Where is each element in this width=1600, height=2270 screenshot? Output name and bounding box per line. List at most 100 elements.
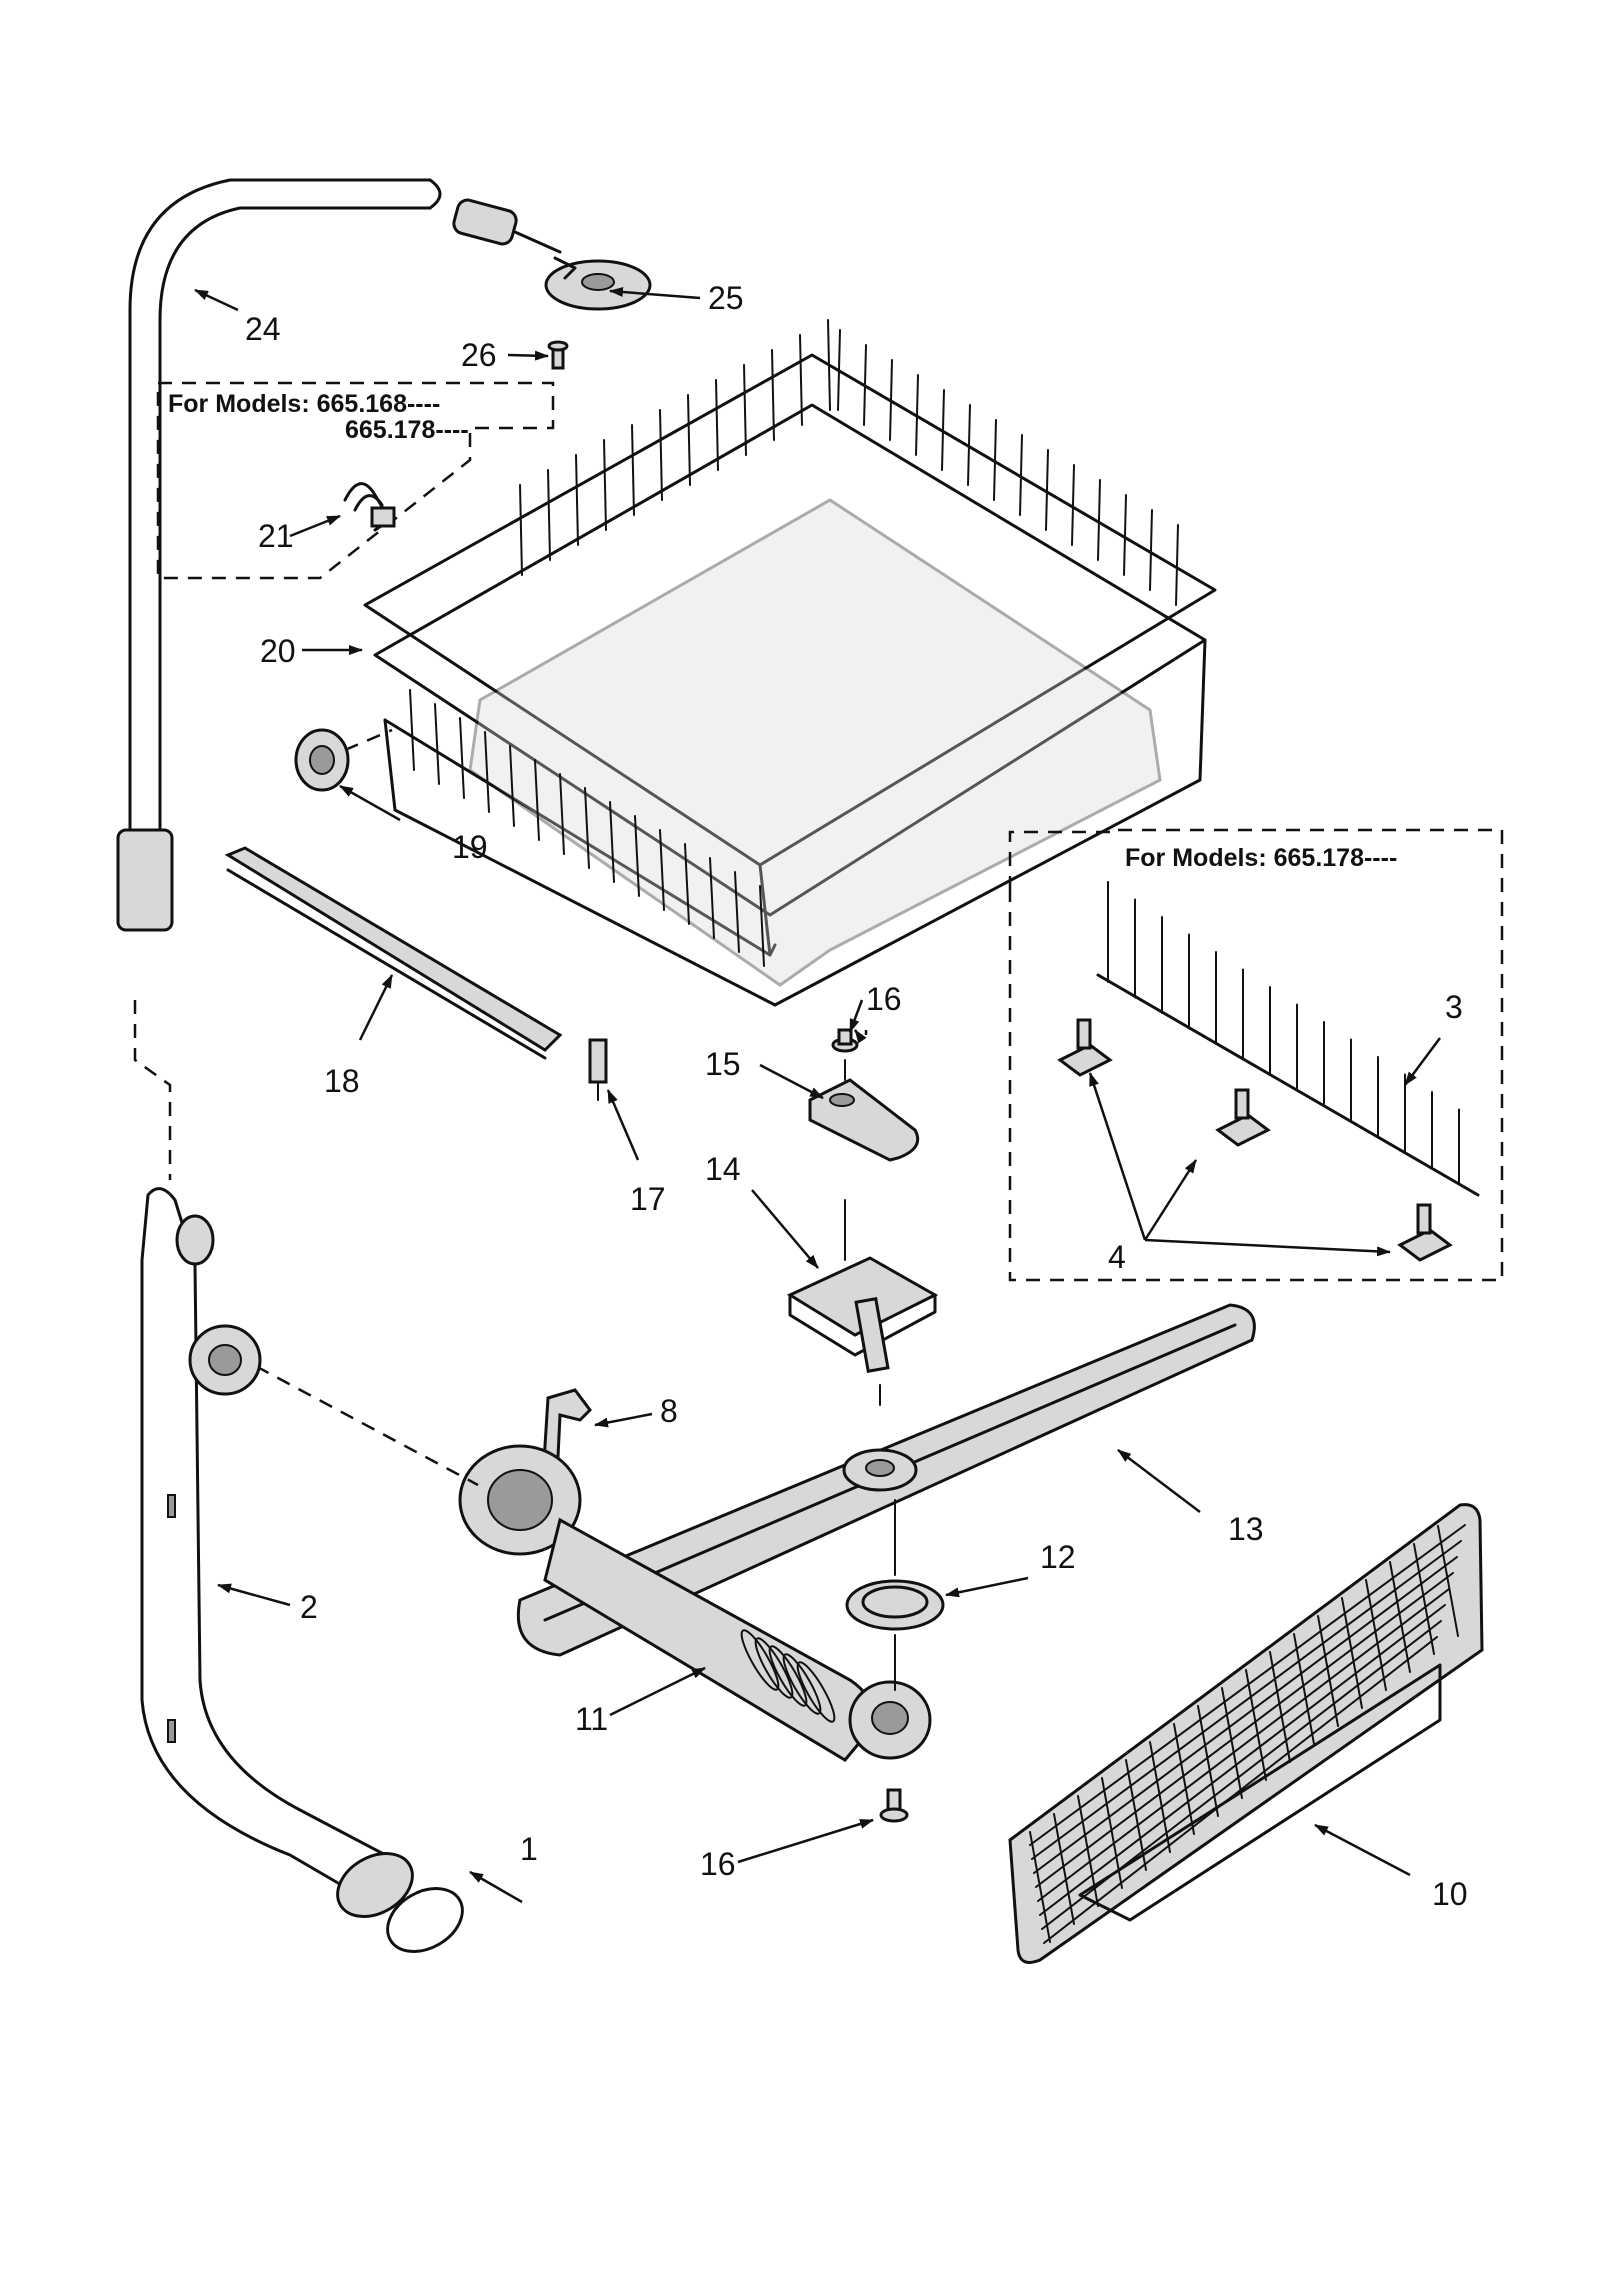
- rack-side-tine: [1071, 464, 1075, 546]
- rack-rear-tine: [827, 319, 831, 411]
- upper-dishrack-part-20: [363, 319, 1217, 1007]
- seal-part-12: [845, 1499, 945, 1691]
- callout-17: 17: [630, 1181, 666, 1217]
- filter-grid-line: [1413, 1543, 1435, 1655]
- callout-14: 14: [705, 1151, 741, 1187]
- rack-rear-tine: [659, 409, 663, 501]
- rack-front-tine: [584, 787, 590, 869]
- rack-wire-bar: [1096, 973, 1480, 1197]
- rack-front-tine: [484, 731, 490, 813]
- side-tines: [837, 329, 1179, 606]
- callout-11: 11: [575, 1701, 608, 1737]
- callout-10: 10: [1432, 1876, 1468, 1912]
- rack-rear-tine: [631, 424, 635, 516]
- bellows-ring: [740, 1629, 780, 1691]
- rack-side-tine: [889, 359, 893, 441]
- rack-front-tine: [684, 843, 690, 925]
- filter-grid-line: [1197, 1705, 1219, 1817]
- rack-rear-tine: [547, 469, 551, 561]
- filter-grid-line: [1293, 1633, 1315, 1745]
- wire-bracket-part-21: [343, 482, 396, 532]
- callout-20: 20: [260, 633, 296, 669]
- rack-side-tine: [837, 329, 841, 411]
- callout-13: 13: [1228, 1511, 1264, 1547]
- bellows-ring: [754, 1637, 794, 1699]
- callout-25: 25: [708, 280, 744, 316]
- rack-clip-part-4-c: [1397, 1203, 1453, 1262]
- lower-wash-manifold-part-11: [234, 1353, 932, 1762]
- rack-side-tine: [941, 389, 945, 471]
- models-note-line2: 665.178----: [345, 416, 469, 444]
- lower-spray-arm-part-13: [516, 1303, 1256, 1657]
- filter-grid-line: [1365, 1579, 1387, 1691]
- models-note-box-upper: For Models: 665.168---- 665.178----: [156, 381, 555, 580]
- rack-front-tine: [634, 815, 640, 897]
- filter-grid-line: [1031, 1540, 1462, 1860]
- rack-side-tine: [1175, 524, 1179, 606]
- screw-part-16-lower: [879, 1788, 909, 1823]
- models-note-line1: For Models: 665.168----: [168, 390, 440, 418]
- front-tines: [409, 689, 765, 967]
- callout-8: 8: [660, 1393, 678, 1429]
- spray-arm-mount-part-14: [786, 1199, 939, 1406]
- rack-front-tine: [709, 857, 715, 939]
- rack-side-tine: [863, 344, 867, 426]
- rack-side-tine: [1149, 509, 1153, 591]
- filter-part-10: [1008, 1503, 1484, 1964]
- bellows-ring: [796, 1661, 836, 1723]
- filter-grid-line: [1033, 1556, 1458, 1874]
- callout-21: 21: [258, 518, 294, 554]
- rack-side-tine: [1019, 434, 1023, 516]
- filter-grid-line: [1341, 1597, 1363, 1709]
- rack-rear-tine: [603, 439, 607, 531]
- leader-lines: [194, 287, 1442, 1904]
- rack-rear-tine: [687, 394, 691, 486]
- callout-19: 19: [452, 829, 488, 865]
- rack-front-tine: [534, 759, 540, 841]
- rack-front-tine: [609, 801, 615, 883]
- o-ring-part-1: [386, 1887, 464, 1953]
- rack-side-tine: [993, 419, 997, 501]
- models-note-right: For Models: 665.178----: [1125, 844, 1397, 872]
- rack-front-tine: [659, 829, 665, 911]
- rack-front-tine: [559, 773, 565, 855]
- callout-15: 15: [705, 1046, 741, 1082]
- callout-26: 26: [461, 337, 497, 373]
- rack-side-tine: [1097, 479, 1101, 561]
- callout-16-lower: 16: [700, 1846, 736, 1882]
- rack-front-tine: [434, 703, 440, 785]
- rack-clip-part-4-b: [1215, 1088, 1271, 1147]
- filter-grid-line: [1221, 1687, 1243, 1799]
- filter-grid-line: [1035, 1572, 1454, 1888]
- rack-rear-tine: [519, 484, 523, 576]
- rack-front-tine: [509, 745, 515, 827]
- rear-tines: [519, 319, 831, 576]
- callout-24: 24: [245, 311, 281, 347]
- supply-tube-part-24: [116, 178, 562, 932]
- rack-side-tine: [915, 374, 919, 456]
- screw-part-26: [547, 340, 569, 370]
- rack-rail-part-18: [224, 846, 563, 1060]
- rack-rear-tine: [799, 334, 803, 426]
- rack-front-tine: [759, 885, 765, 967]
- filter-grid-line: [1389, 1561, 1411, 1673]
- filter-grid: [1029, 1524, 1466, 1944]
- rack-front-tine: [409, 689, 415, 771]
- rack-rear-tine: [715, 379, 719, 471]
- upper-spray-nozzle-part-25: [544, 256, 652, 311]
- rack-side-tine: [1045, 449, 1049, 531]
- callout-4: 4: [1108, 1239, 1126, 1275]
- callout-labels: 25 24 26 21 20 19 18 17 16 15 14 3 4 8 1…: [245, 280, 1468, 1912]
- filter-grid-line: [1173, 1723, 1195, 1835]
- manifold-bellows: [740, 1629, 836, 1723]
- filter-grid-line: [1037, 1588, 1450, 1902]
- rack-wheel-part-19: [294, 728, 393, 792]
- callout-2: 2: [300, 1589, 318, 1625]
- filter-grid-line: [1437, 1525, 1459, 1637]
- filter-grid-line: [1269, 1651, 1291, 1763]
- models-note-box-right: For Models: 665.178----: [1008, 828, 1504, 1282]
- rack-clip-part-4-a: [1057, 1018, 1113, 1077]
- filter-grid-line: [1317, 1615, 1339, 1727]
